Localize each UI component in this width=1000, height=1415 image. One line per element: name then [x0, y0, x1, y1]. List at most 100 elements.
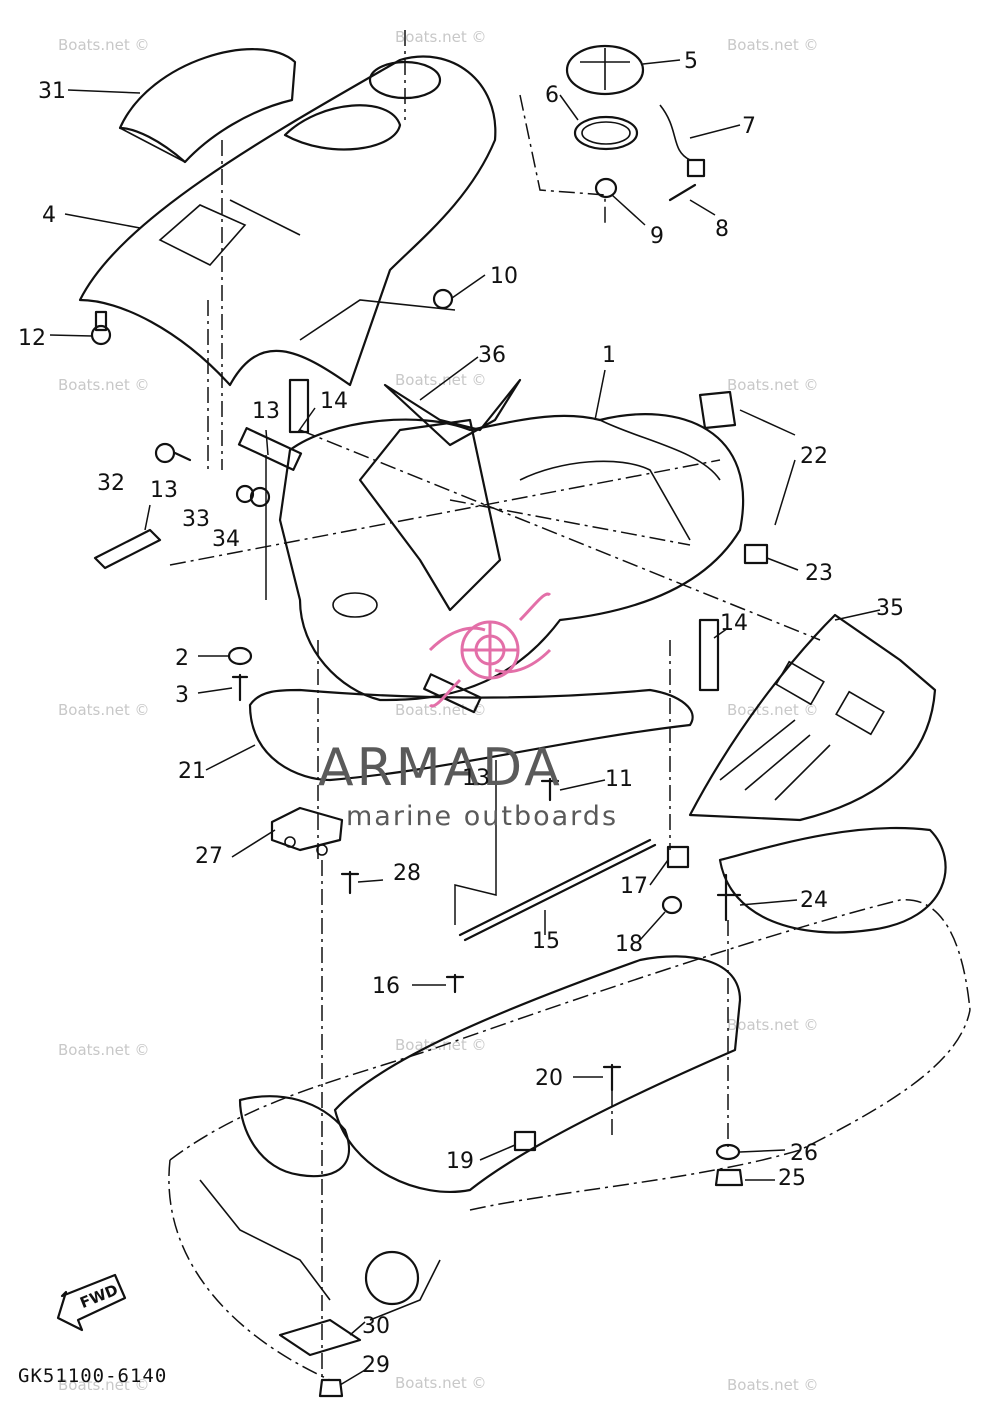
callout-8: 8 [715, 217, 729, 242]
part-14-pad [698, 618, 720, 692]
watermark-text: Boats.net © [58, 1041, 150, 1059]
brand-logo-icon [428, 592, 552, 708]
part-28-screw [340, 870, 360, 895]
callout-17: 17 [620, 874, 648, 899]
part-32-bolt [154, 442, 176, 464]
part-11-screw [540, 777, 560, 802]
part-13-pad [93, 528, 162, 570]
part-3-pin [231, 673, 249, 702]
part-22-latch [698, 390, 737, 430]
callout-24: 24 [800, 888, 828, 913]
callout-28: 28 [393, 861, 421, 886]
watermark-text: Boats.net © [395, 701, 487, 719]
part-21-gasket [248, 688, 694, 782]
brand-overlay: ARMADA marine outboards [318, 592, 618, 832]
callout-36: 36 [478, 343, 506, 368]
callout-23: 23 [805, 561, 833, 586]
callout-14: 14 [720, 611, 748, 636]
callout-10: 10 [490, 264, 518, 289]
part-4-deck-cover [78, 55, 497, 387]
part-16-screw [445, 973, 465, 994]
watermark-text: Boats.net © [727, 1376, 819, 1394]
part-18-grommet [661, 895, 683, 915]
part-17-clip [666, 845, 690, 869]
callout-5: 5 [684, 49, 698, 74]
watermark-text: Boats.net © [395, 28, 487, 46]
callout-19: 19 [446, 1149, 474, 1174]
part-24-fitting [716, 873, 742, 922]
watermark-text: Boats.net © [727, 1016, 819, 1034]
part-30-plate [278, 1318, 362, 1357]
diagram-code: GK51100-6140 [18, 1365, 167, 1387]
watermark-text: Boats.net © [395, 371, 487, 389]
fwd-arrow-icon: FWD [56, 1273, 127, 1332]
part-10-nut [432, 288, 454, 310]
part-34-nut [249, 486, 271, 508]
cap-assembly [565, 44, 706, 202]
watermark-text: Boats.net © [58, 36, 150, 54]
brand-tagline: marine outboards [346, 801, 618, 832]
part-13-pad [237, 427, 303, 471]
callout-31: 31 [38, 79, 66, 104]
callout-26: 26 [790, 1141, 818, 1166]
part-29-nut [318, 1378, 344, 1398]
part-36-bracket [383, 378, 522, 447]
watermarks: Boats.net © Boats.net © Boats.net © Boat… [58, 28, 819, 1394]
part-20-pin [602, 1063, 622, 1092]
callout-16: 16 [372, 974, 400, 999]
callout-11: 11 [605, 767, 633, 792]
part-12-bolt [90, 324, 112, 346]
part-23-nut [743, 543, 769, 565]
callout-14: 14 [320, 389, 348, 414]
watermark-text: Boats.net © [58, 1376, 150, 1394]
callout-35: 35 [876, 596, 904, 621]
watermark-text: Boats.net © [395, 1036, 487, 1054]
callout-13: 13 [150, 478, 178, 503]
part-14-pad [288, 378, 310, 434]
part-2-grommet [227, 646, 253, 666]
leader-lines [49, 59, 881, 1386]
callout-2: 2 [175, 646, 189, 671]
watermark-text: Boats.net © [58, 701, 150, 719]
watermark-text: Boats.net © [395, 1374, 487, 1392]
part-15-rod [458, 838, 657, 942]
part-31-cover [118, 48, 297, 164]
watermark-text: Boats.net © [727, 36, 819, 54]
callout-1: 1 [602, 343, 616, 368]
callout-27: 27 [195, 844, 223, 869]
callout-20: 20 [535, 1066, 563, 1091]
callout-12: 12 [18, 326, 46, 351]
callout-labels: 31 4 12 5 6 7 8 9 10 36 1 14 13 22 32 13… [18, 49, 904, 1378]
part-19-clip [513, 1130, 537, 1152]
callout-6: 6 [545, 83, 559, 108]
watermark-text: Boats.net © [727, 701, 819, 719]
callout-29: 29 [362, 1353, 390, 1378]
part-27-bracket [270, 806, 344, 856]
callout-32: 32 [97, 471, 125, 496]
callout-25: 25 [778, 1166, 806, 1191]
callout-7: 7 [742, 114, 756, 139]
callout-18: 18 [615, 932, 643, 957]
part-25-nut [714, 1168, 744, 1187]
callout-15: 15 [532, 929, 560, 954]
callout-9: 9 [650, 224, 664, 249]
part-35-tray [688, 613, 937, 822]
lower-hull [168, 826, 971, 1381]
part-1-hull-frame [278, 413, 745, 702]
alignment-lines [169, 30, 821, 1380]
callout-13: 13 [252, 399, 280, 424]
brand-name: ARMADA [318, 738, 563, 798]
fwd-label: FWD [77, 1281, 120, 1312]
callout-21: 21 [178, 759, 206, 784]
callout-3: 3 [175, 683, 189, 708]
callout-33: 33 [182, 507, 210, 532]
watermark-text: Boats.net © [58, 376, 150, 394]
part-26-washer [715, 1143, 741, 1161]
watermark-text: Boats.net © [727, 376, 819, 394]
fasteners [90, 288, 769, 1398]
callout-13: 13 [462, 766, 490, 791]
callout-30: 30 [362, 1314, 390, 1339]
callout-22: 22 [800, 444, 828, 469]
callout-34: 34 [212, 527, 240, 552]
